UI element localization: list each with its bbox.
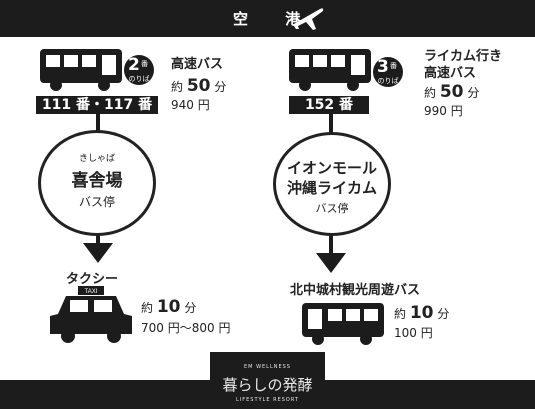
stop-circle-left: きしゃば 喜舎場 バス停 bbox=[38, 130, 156, 236]
platform-badge-left: 2 番 のりば bbox=[124, 55, 154, 85]
loop-bus-fare: 100 円 bbox=[394, 326, 433, 340]
taxi-icon: TAXI bbox=[50, 286, 132, 343]
airplane-icon bbox=[292, 8, 324, 31]
down-arrow-icon bbox=[83, 243, 113, 263]
taxi-sign-label: TAXI bbox=[85, 289, 98, 295]
header-bar: 空 港 bbox=[0, 0, 535, 37]
left-travel-time: 約 50 分 bbox=[171, 76, 227, 96]
bus-icon bbox=[289, 49, 371, 91]
right-travel-time: 約 50 分 bbox=[424, 82, 480, 102]
taxi-title: タクシー bbox=[66, 272, 119, 287]
loop-bus-travel-time: 約 10 分 bbox=[394, 303, 450, 323]
taxi-travel-time: 約 10 分 bbox=[141, 297, 197, 317]
right-stop-sub: バス停 bbox=[315, 202, 349, 215]
brand-logo: EM WELLNESS 暮らしの発酵 LIFESTYLE RESORT bbox=[210, 352, 325, 409]
right-stop-name-line2: 沖縄ライカム bbox=[286, 179, 377, 197]
right-bus-type-line1: ライカム行き bbox=[424, 49, 503, 64]
right-fare: 990 円 bbox=[424, 104, 463, 118]
header-title: 空 港 bbox=[233, 10, 317, 28]
down-arrow-icon bbox=[316, 253, 346, 273]
left-route-numbers: 111 番・117 番 bbox=[36, 96, 158, 114]
left-bus-type: 高速バス bbox=[171, 57, 224, 72]
logo-main-text: 暮らしの発酵 bbox=[222, 376, 313, 394]
right-stop-name-line1: イオンモール bbox=[286, 159, 377, 177]
left-fare: 940 円 bbox=[171, 98, 210, 112]
platform-badge-right: 3 番 のりば bbox=[373, 57, 403, 87]
loop-bus-title: 北中城村観光周遊バス bbox=[290, 283, 421, 298]
bus-icon bbox=[302, 303, 384, 345]
taxi-fare: 700 円〜800 円 bbox=[141, 321, 231, 335]
logo-top-text: EM WELLNESS bbox=[244, 364, 291, 370]
right-bus-type-line2: 高速バス bbox=[424, 66, 477, 81]
stop-circle-right: イオンモール 沖縄ライカム バス停 bbox=[273, 132, 391, 236]
left-stop-name: 喜舎場 bbox=[71, 171, 123, 191]
logo-bottom-text: LIFESTYLE RESORT bbox=[235, 397, 300, 403]
left-stop-ruby: きしゃば bbox=[78, 154, 115, 164]
left-stop-sub: バス停 bbox=[78, 195, 115, 209]
right-route-numbers: 152 番 bbox=[289, 96, 369, 114]
bus-icon bbox=[40, 49, 122, 91]
